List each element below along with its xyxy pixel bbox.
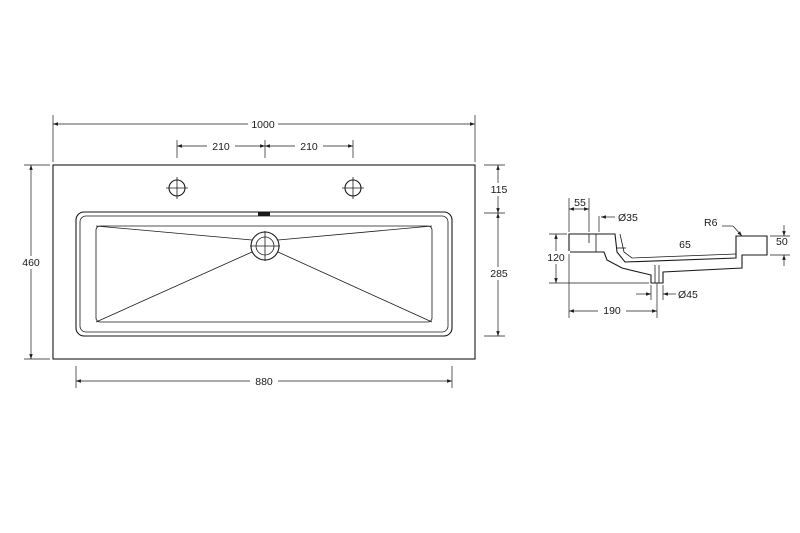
- dim-overall-height: 120: [547, 252, 565, 264]
- basin-outline: [52, 164, 476, 360]
- slope-line: [95, 225, 253, 241]
- drain-icon: [250, 231, 280, 261]
- slope-line: [277, 251, 433, 323]
- tap-hole-left-icon: [166, 177, 188, 199]
- dim-overall-width: 1000: [251, 119, 275, 131]
- dim-waste-dia: Ø45: [678, 289, 698, 301]
- bowl-outline: [75, 211, 453, 337]
- dim-rim-height: 50: [776, 236, 788, 248]
- dim-tap-spacing-right: 210: [300, 141, 318, 153]
- dim-tap-spacing-left: 210: [212, 141, 230, 153]
- dim-waste-offset: 190: [603, 305, 621, 317]
- dim-bowl-depth-section: 65: [679, 239, 691, 251]
- section-profile: [568, 233, 768, 284]
- bowl-inner-outline: [79, 215, 449, 333]
- section-view: 55 Ø35 R6 50 65 120 Ø45 190: [542, 197, 790, 318]
- dim-overall-depth: 460: [22, 257, 40, 269]
- slope-line: [277, 225, 433, 241]
- overflow-slot: [258, 212, 270, 216]
- dim-bowl-depth: 285: [490, 268, 508, 280]
- slope-line: [95, 251, 253, 323]
- bowl-floor: [95, 225, 433, 323]
- top-view: 1000 210 210 460 115 285 880: [18, 115, 512, 388]
- dim-corner-radius: R6: [704, 217, 718, 229]
- tap-hole-right-icon: [342, 177, 364, 199]
- dim-tap-hole-dia: Ø35: [618, 212, 638, 224]
- dim-bowl-width: 880: [255, 376, 273, 388]
- dim-ledge-width: 55: [574, 197, 586, 209]
- dim-front-depth: 115: [491, 184, 508, 196]
